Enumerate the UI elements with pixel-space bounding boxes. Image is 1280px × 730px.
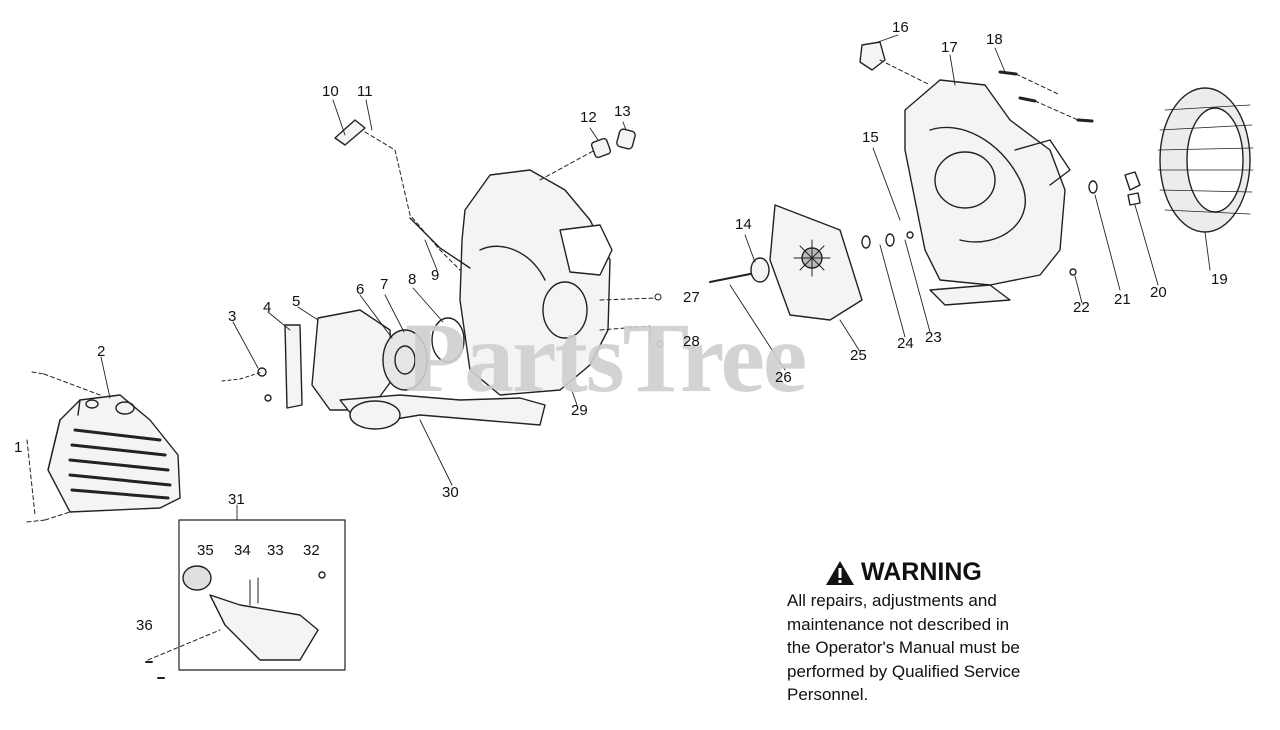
callout-27: 27 (683, 289, 700, 306)
callout-8: 8 (408, 271, 417, 288)
callout-24: 24 (897, 335, 914, 352)
callout-36: 36 (136, 617, 153, 634)
warning-line: performed by Qualified Service (787, 661, 1021, 681)
callout-2: 2 (97, 343, 106, 360)
callout-21: 21 (1114, 291, 1131, 308)
gasket-parts (221, 324, 303, 409)
callout-29: 29 (571, 402, 588, 419)
callout-22: 22 (1073, 299, 1090, 316)
intake-cover (1157, 87, 1254, 233)
callout-7: 7 (380, 276, 389, 293)
callout-31: 31 (228, 491, 245, 508)
warning-title: WARNING (861, 558, 982, 586)
air-filter-cover (47, 394, 181, 513)
inset-screws (145, 661, 165, 679)
callout-13: 13 (614, 103, 631, 120)
inset-screw-leader (147, 629, 221, 661)
callout-34: 34 (234, 542, 251, 559)
cover-clips (1124, 171, 1141, 206)
callout-18: 18 (986, 31, 1003, 48)
warning-triangle-icon (826, 560, 854, 585)
small-fittings (539, 128, 636, 181)
warning-heading: WARNING (825, 558, 1117, 587)
callout-23: 23 (925, 329, 942, 346)
callout-9: 9 (431, 267, 440, 284)
warning-line: maintenance not described in (787, 614, 1010, 634)
impeller (769, 204, 863, 321)
callout-35: 35 (197, 542, 214, 559)
warning-line: Personnel. (787, 685, 869, 704)
callout-6: 6 (356, 281, 365, 298)
throttle-cable (334, 119, 471, 271)
callout-32: 32 (303, 542, 320, 559)
callout-4: 4 (263, 299, 272, 316)
warning-line: All repairs, adjustments and (787, 591, 997, 610)
callout-14: 14 (735, 216, 752, 233)
callout-33: 33 (267, 542, 284, 559)
callout-15: 15 (862, 129, 879, 146)
callout-16: 16 (892, 19, 909, 36)
callout-3: 3 (228, 308, 237, 325)
callout-5: 5 (292, 293, 301, 310)
top-fitting (859, 41, 931, 86)
callout-12: 12 (580, 109, 597, 126)
washers (861, 231, 914, 249)
callout-1: 1 (14, 439, 23, 456)
callout-11: 11 (357, 83, 373, 100)
housing-small-parts (1069, 180, 1098, 276)
warning-line: the Operator's Manual must be (787, 638, 1020, 657)
callout-20: 20 (1150, 284, 1167, 301)
carburetor-assembly (311, 309, 465, 411)
callout-19: 19 (1211, 271, 1228, 288)
warning-text: All repairs, adjustments and maintenance… (787, 589, 1117, 707)
blower-housing (904, 79, 1071, 306)
callout-26: 26 (775, 369, 792, 386)
fan-shaft (709, 257, 770, 283)
engine-housing (339, 169, 613, 430)
warning-notice: WARNING All repairs, adjustments and mai… (787, 558, 1117, 707)
housing-top-screws (998, 70, 1094, 123)
callout-25: 25 (850, 347, 867, 364)
housing-screws (599, 293, 664, 348)
inset-box (178, 519, 346, 671)
air-filter-screws (26, 371, 101, 523)
callout-17: 17 (941, 39, 958, 56)
callout-leaders (100, 34, 1211, 521)
callout-10: 10 (322, 83, 339, 100)
callout-28: 28 (683, 333, 700, 350)
callout-30: 30 (442, 484, 459, 501)
partstree-watermark: PartsTree (405, 302, 807, 413)
